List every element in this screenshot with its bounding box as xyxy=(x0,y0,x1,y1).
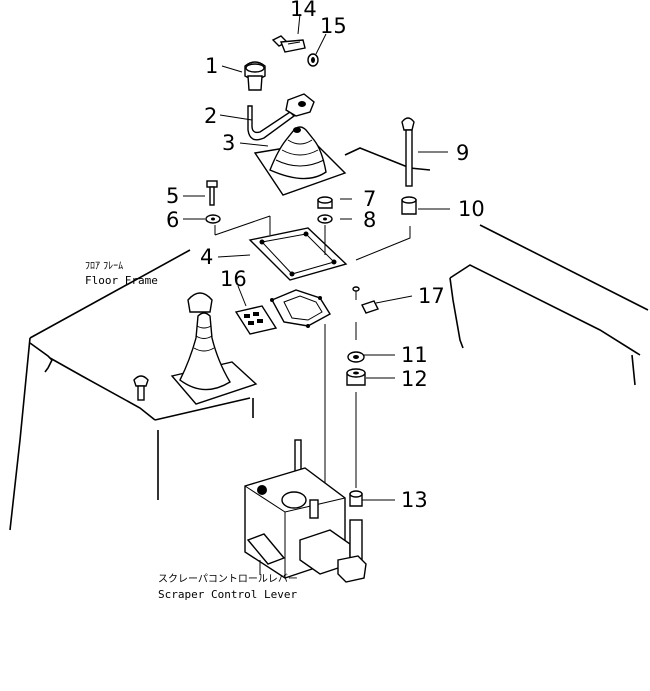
callout-6: 6 xyxy=(166,208,179,232)
part-14-bolt xyxy=(271,35,306,53)
callout-15: 15 xyxy=(320,14,347,38)
callout-8: 8 xyxy=(363,208,376,232)
part-9-lever xyxy=(401,117,415,187)
callout-5: 5 xyxy=(166,184,179,208)
callout-numbers: 1 2 3 4 5 6 7 8 9 10 11 12 13 14 15 16 1… xyxy=(166,0,485,512)
callout-4: 4 xyxy=(200,245,213,269)
callout-1: 1 xyxy=(205,54,218,78)
scraper-label-en: Scraper Control Lever xyxy=(158,588,297,601)
callout-14: 14 xyxy=(290,0,317,21)
callout-16: 16 xyxy=(220,267,247,291)
part-13-nut xyxy=(349,490,363,507)
part-4-plate xyxy=(214,215,348,281)
part-2-rod xyxy=(247,93,315,141)
part-5-bolt xyxy=(206,180,218,206)
part-15-washer xyxy=(307,53,319,67)
callout-10: 10 xyxy=(458,197,485,221)
floor-frame-label-jp: ﾌﾛｱ ﾌﾚｰﾑ xyxy=(85,261,123,272)
part-16-gasket xyxy=(234,289,331,335)
part-10-bushing xyxy=(401,196,417,215)
callout-3: 3 xyxy=(222,131,235,155)
callout-12: 12 xyxy=(401,367,428,391)
scraper-control-lever-assembly xyxy=(244,439,367,583)
callout-17: 17 xyxy=(418,284,445,308)
part-11-washer xyxy=(347,351,365,363)
callout-2: 2 xyxy=(204,104,217,128)
callout-11: 11 xyxy=(401,343,428,367)
small-knob xyxy=(133,375,149,401)
part-3-boot xyxy=(253,126,347,196)
leader-lines xyxy=(183,13,450,501)
lower-lever-boot xyxy=(170,292,258,405)
callout-9: 9 xyxy=(456,141,469,165)
scraper-label-jp: スクレーパコントロールレバー xyxy=(158,573,298,585)
callout-13: 13 xyxy=(401,488,428,512)
callout-7: 7 xyxy=(363,187,376,211)
part-7-nut xyxy=(317,196,333,209)
part-8-washer xyxy=(317,214,333,224)
part-6-washer xyxy=(205,214,221,224)
part-1-knob xyxy=(244,61,266,91)
part-17-washer xyxy=(352,286,379,314)
part-12-nut xyxy=(346,368,366,386)
floor-frame-label-en: Floor Frame xyxy=(85,274,158,287)
floor-frame-outline xyxy=(9,147,649,531)
